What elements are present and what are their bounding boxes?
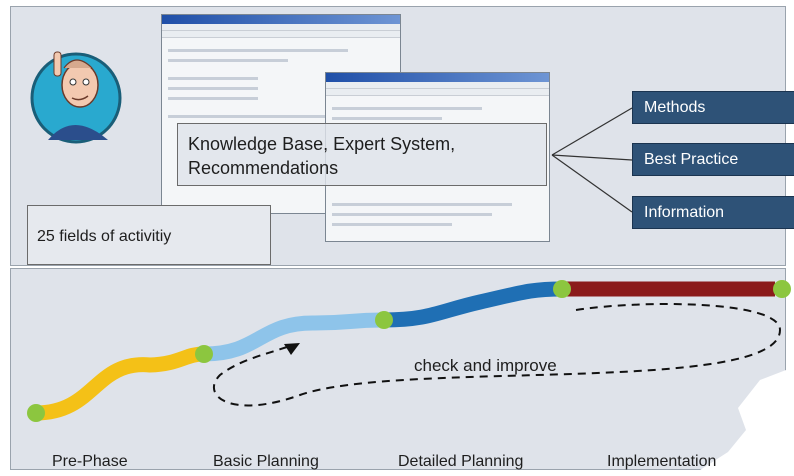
phase-node [27, 404, 45, 422]
knowledge-base-line1: Knowledge Base, Expert System, [188, 134, 456, 154]
avatar [30, 51, 122, 144]
fields-box: 25 fields of activitiy [27, 205, 271, 265]
fields-label: 25 fields of activitiy [37, 228, 172, 245]
phase-node [195, 345, 213, 363]
tag-information: Information [632, 196, 794, 229]
phase-node [553, 280, 571, 298]
phase-node [375, 311, 393, 329]
segment-pre-phase [35, 346, 205, 421]
cycle-arrowhead [284, 343, 300, 355]
phase-label-detailed-planning: Detailed Planning [398, 453, 524, 470]
phase-label-implementation: Implementation [607, 453, 717, 470]
segment-basic-planning [203, 312, 385, 362]
improvement-cycle-loop [213, 303, 782, 407]
cycle-label: check and improve [414, 356, 557, 375]
tag-methods: Methods [632, 91, 794, 124]
tag-best-practice: Best Practice [632, 143, 794, 176]
phase-node [773, 280, 791, 298]
white-sheet-shape [700, 370, 786, 470]
phase-label-pre-phase: Pre-Phase [52, 453, 128, 470]
segment-detailed-planning [383, 281, 563, 328]
knowledge-base-box: Knowledge Base, Expert System, Recommend… [177, 123, 547, 186]
knowledge-base-line2: Recommendations [188, 158, 339, 178]
phase-label-basic-planning: Basic Planning [213, 453, 319, 470]
